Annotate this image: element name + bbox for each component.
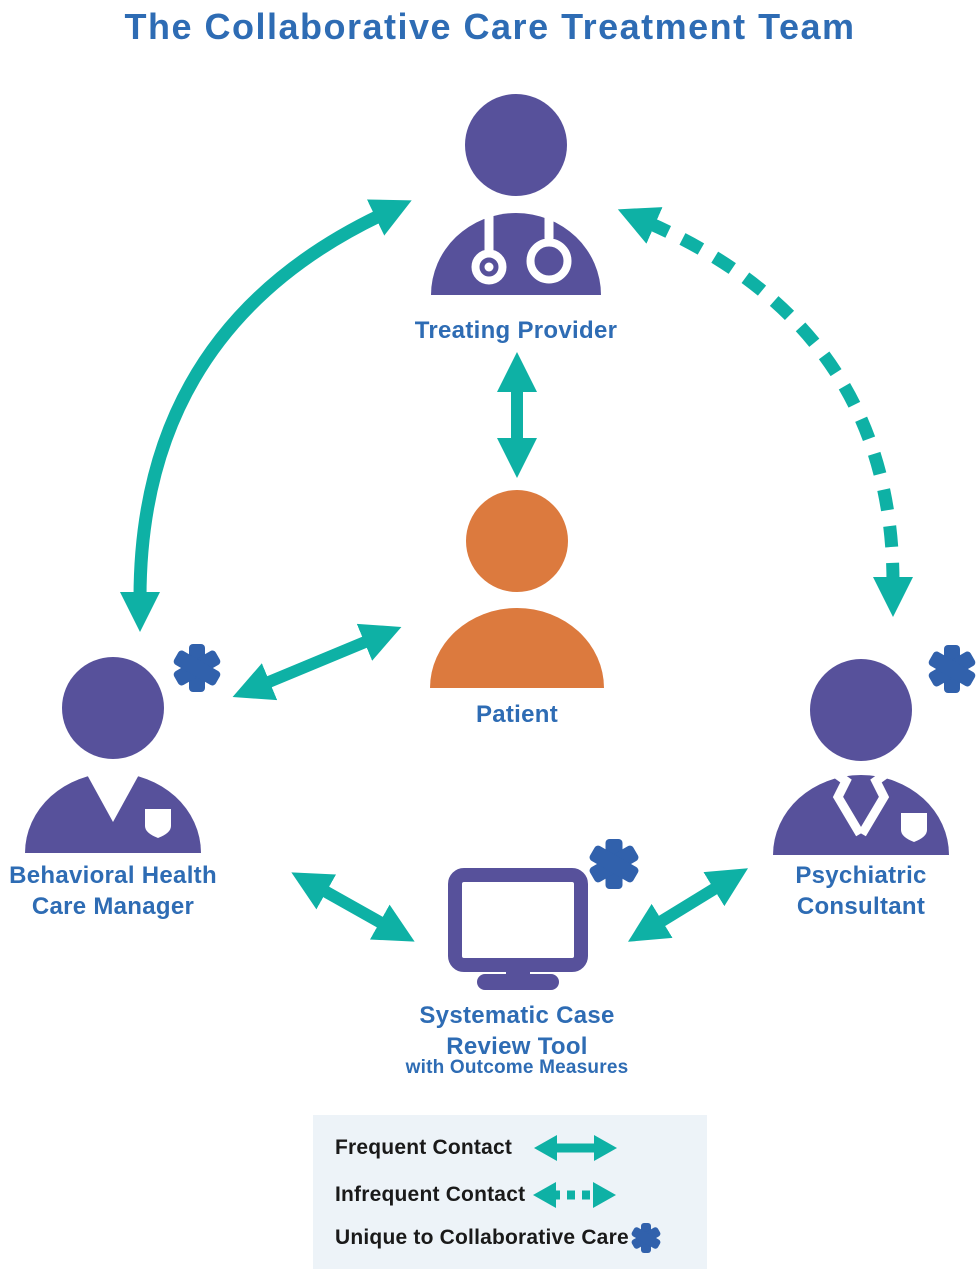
arc-manager-provider-frequent-arrow <box>120 199 412 632</box>
manager-star-of-life-asterisk-icon <box>173 644 221 692</box>
treating-provider-label: Treating Provider <box>414 317 618 344</box>
stethoscope-icon <box>471 211 572 285</box>
arrow-review-tool-consultant <box>628 868 748 942</box>
consultant-label-line1: Psychiatric <box>795 862 927 889</box>
patient-icon <box>430 490 604 688</box>
review-tool-label-line2: Review Tool <box>446 1033 588 1060</box>
legend-unique-label: Unique to Collaborative Care <box>335 1226 629 1249</box>
consultant-label-line2: Consultant <box>796 893 926 920</box>
arc-provider-consultant-infrequent-arrow <box>617 207 913 617</box>
arrow-manager-review-tool <box>291 872 415 942</box>
arrow-patient-manager <box>232 623 402 701</box>
patient-label: Patient <box>475 701 559 728</box>
psychiatric-consultant-label: Psychiatric Consultant <box>711 860 980 922</box>
legend-frequent-contact-label: Frequent Contact <box>335 1136 513 1159</box>
consultant-star-of-life-asterisk-icon <box>928 645 976 693</box>
coat-lapels-icon <box>825 764 897 837</box>
manager-label-line1: Behavioral Health <box>9 862 217 889</box>
treating-provider-icon <box>431 94 601 295</box>
review-tool-label: Systematic Case Review Tool <box>367 1000 667 1062</box>
psychiatric-consultant-icon <box>773 659 949 855</box>
legend-infrequent-contact-label: Infrequent Contact <box>335 1183 526 1206</box>
review-tool-monitor-icon <box>448 868 588 990</box>
legend-star-of-life-asterisk-icon <box>631 1223 661 1253</box>
review-tool-star-of-life-asterisk-icon <box>589 839 639 889</box>
behavioral-health-care-manager-icon <box>25 657 201 853</box>
review-tool-sublabel: with Outcome Measures <box>405 1057 629 1078</box>
manager-label-line2: Care Manager <box>31 893 195 920</box>
review-tool-label-line1: Systematic Case <box>419 1002 615 1029</box>
behavioral-health-care-manager-label: Behavioral Health Care Manager <box>0 860 263 922</box>
diagram-title: The Collaborative Care Treatment Team <box>124 6 856 47</box>
